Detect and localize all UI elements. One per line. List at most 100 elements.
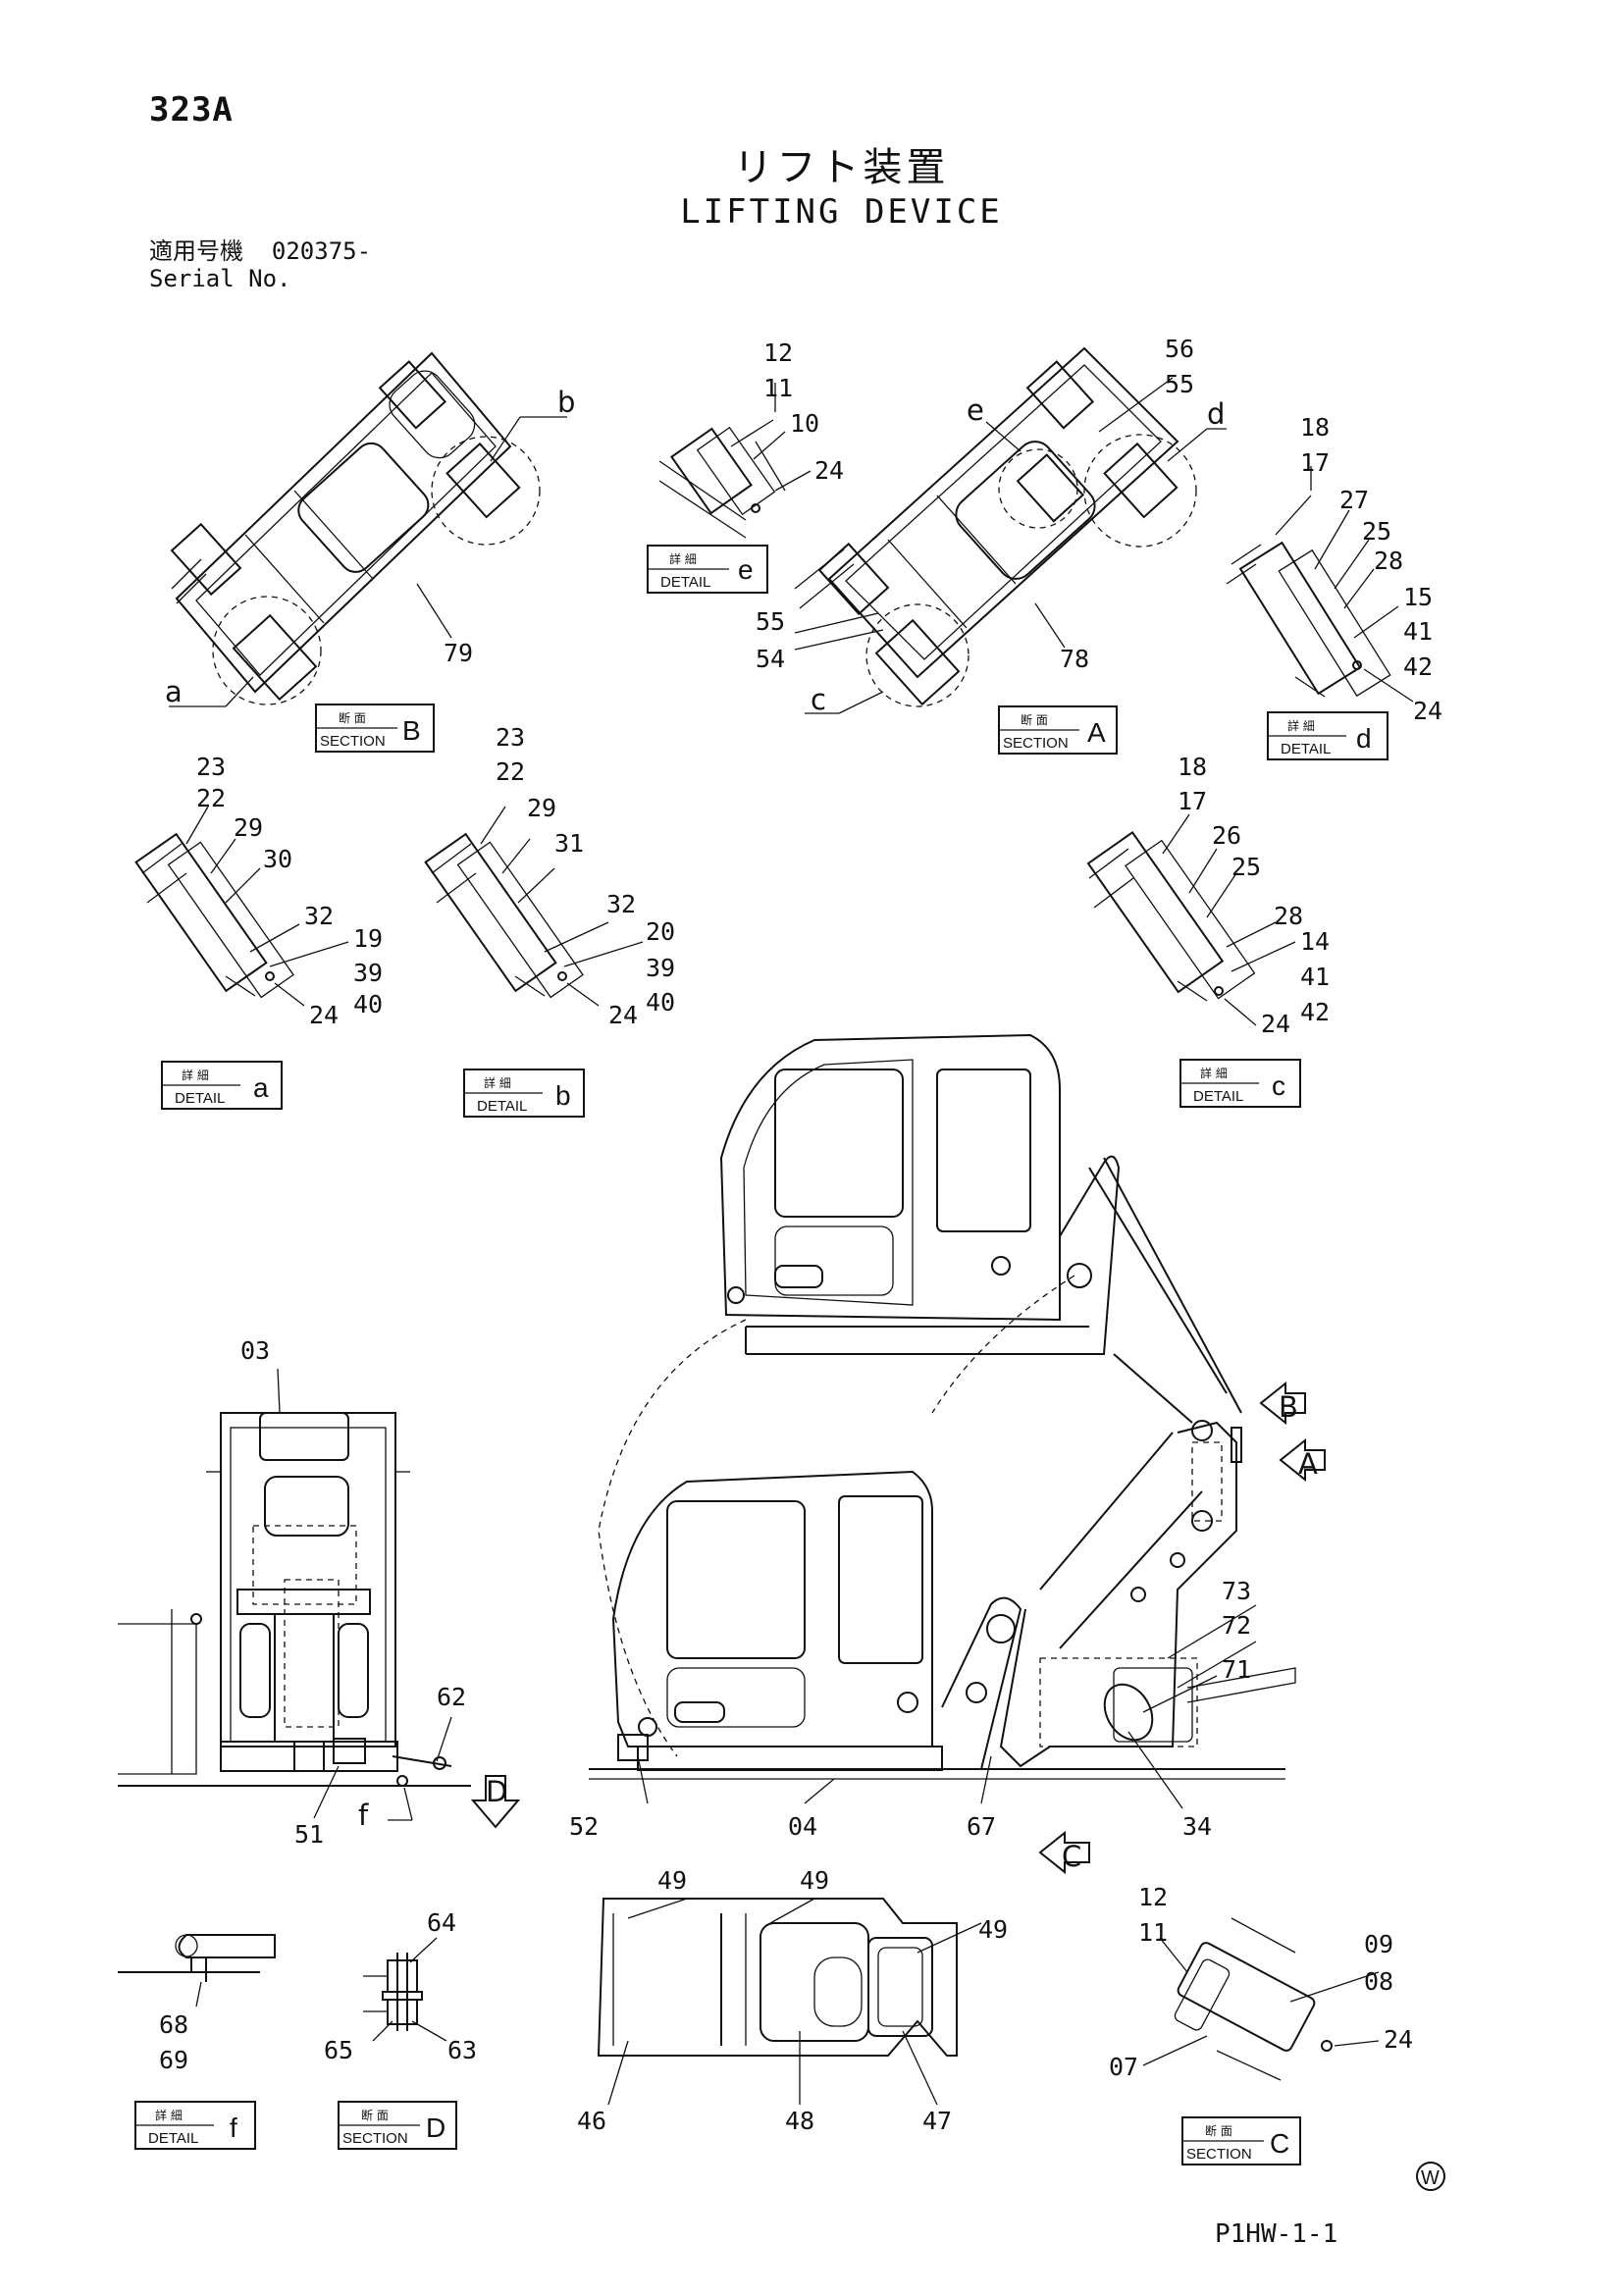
part-label: 24 xyxy=(1413,697,1442,725)
arrow-letter: A xyxy=(1298,1447,1318,1481)
part-label: 25 xyxy=(1362,517,1391,546)
detail-c-box: 詳 細 DETAIL c xyxy=(1179,1059,1301,1108)
part-label: 49 xyxy=(800,1866,829,1895)
part-label: 30 xyxy=(263,845,292,873)
part-label: 39 xyxy=(646,954,675,982)
part-label: 12 xyxy=(763,339,793,367)
detail-c-view xyxy=(1086,813,1296,1026)
box-letter: A xyxy=(1087,717,1106,748)
part-label: 32 xyxy=(304,902,334,930)
box-en-label: DETAIL xyxy=(1281,741,1331,757)
part-label: 72 xyxy=(1222,1611,1251,1640)
callout-letter-f: f xyxy=(358,1799,369,1832)
part-label: 68 xyxy=(159,2010,188,2039)
box-jp-label: 断 面 xyxy=(361,2108,389,2122)
page-number: 323A xyxy=(149,90,234,130)
title-english: LIFTING DEVICE xyxy=(680,192,1003,232)
part-label: 09 xyxy=(1364,1930,1393,1958)
box-letter: b xyxy=(555,1080,571,1111)
callout-letter-a: a xyxy=(165,675,183,708)
detail-f-view xyxy=(118,1934,276,2008)
arrow-letter: B xyxy=(1279,1390,1298,1424)
part-label: 03 xyxy=(240,1336,270,1365)
box-en-label: SECTION xyxy=(320,733,386,750)
part-label: 11 xyxy=(763,374,793,402)
detail-d-view xyxy=(1226,466,1414,703)
w-mark-letter: W xyxy=(1421,2167,1440,2189)
part-label: 54 xyxy=(756,645,785,673)
part-label: 24 xyxy=(1261,1010,1290,1038)
box-letter: C xyxy=(1270,2128,1289,2159)
part-label: 17 xyxy=(1300,448,1330,477)
part-label: 24 xyxy=(814,456,844,485)
box-en-label: SECTION xyxy=(1003,735,1069,752)
box-jp-label: 詳 細 xyxy=(1200,1066,1228,1080)
box-jp-label: 断 面 xyxy=(1021,712,1048,727)
box-jp-label: 詳 細 xyxy=(182,1068,209,1082)
part-label: 65 xyxy=(324,2036,353,2064)
box-letter: B xyxy=(402,715,421,746)
part-label: 40 xyxy=(353,990,383,1018)
box-jp-label: 詳 細 xyxy=(669,551,697,566)
serial-label-en: Serial No. xyxy=(149,265,291,292)
part-label: 28 xyxy=(1274,902,1303,930)
box-letter: f xyxy=(230,2112,237,2143)
section-a-box: 断 面 SECTION A xyxy=(998,705,1118,755)
part-label: 56 xyxy=(1165,335,1194,363)
part-label: 42 xyxy=(1403,652,1433,681)
box-jp-label: 詳 細 xyxy=(155,2108,183,2122)
serial-value: 020375- xyxy=(271,237,372,265)
part-label: 24 xyxy=(309,1001,339,1029)
part-label: 71 xyxy=(1222,1655,1251,1684)
box-jp-label: 断 面 xyxy=(1205,2123,1232,2138)
rear-view xyxy=(118,1368,471,1821)
part-label: 07 xyxy=(1109,2053,1138,2081)
callout-letter-e: e xyxy=(967,393,984,427)
part-label: 73 xyxy=(1222,1577,1251,1605)
part-label: 27 xyxy=(1339,486,1369,514)
part-label: 42 xyxy=(1300,998,1330,1026)
part-label: 52 xyxy=(569,1812,599,1841)
part-label: 25 xyxy=(1231,853,1261,881)
box-en-label: SECTION xyxy=(342,2130,408,2147)
section-d-view xyxy=(363,1937,447,2042)
part-label: 47 xyxy=(922,2107,952,2135)
part-label: 49 xyxy=(978,1915,1008,1944)
drawing-code: P1HW-1-1 xyxy=(1215,2219,1338,2249)
part-label: 08 xyxy=(1364,1967,1393,1996)
detail-b-box: 詳 細 DETAIL b xyxy=(463,1069,585,1118)
box-letter: c xyxy=(1272,1070,1285,1101)
box-jp-label: 詳 細 xyxy=(1287,718,1315,733)
part-label: 62 xyxy=(437,1683,466,1711)
part-label: 40 xyxy=(646,988,675,1017)
box-en-label: DETAIL xyxy=(148,2130,198,2147)
serial-label-jp: 適用号機 xyxy=(149,237,243,265)
part-label: 32 xyxy=(606,890,636,918)
part-label: 63 xyxy=(447,2036,477,2064)
section-c-view xyxy=(1142,1917,1380,2081)
w-mark-icon: W xyxy=(1416,2162,1445,2191)
part-label: 39 xyxy=(353,959,383,987)
part-label: 26 xyxy=(1212,821,1241,850)
floor-plan-view xyxy=(597,1898,982,2106)
section-c-box: 断 面 SECTION C xyxy=(1181,2116,1301,2165)
part-label: 10 xyxy=(790,409,819,438)
part-label: 79 xyxy=(444,639,473,667)
part-label: 41 xyxy=(1300,963,1330,991)
part-label: 48 xyxy=(785,2107,814,2135)
part-label: 22 xyxy=(196,784,226,812)
box-en-label: DETAIL xyxy=(660,574,710,591)
box-letter: e xyxy=(738,554,754,585)
part-label: 18 xyxy=(1300,413,1330,442)
part-label: 12 xyxy=(1138,1883,1168,1911)
part-label: 34 xyxy=(1182,1812,1212,1841)
detail-a-view xyxy=(134,806,349,1007)
view-arrow-c: C xyxy=(1038,1830,1090,1875)
section-b-view xyxy=(169,351,567,707)
side-view-excavator xyxy=(589,1420,1296,1809)
part-label: 29 xyxy=(234,813,263,842)
part-label: 29 xyxy=(527,794,556,822)
part-label: 41 xyxy=(1403,617,1433,646)
part-label: 67 xyxy=(967,1812,996,1841)
